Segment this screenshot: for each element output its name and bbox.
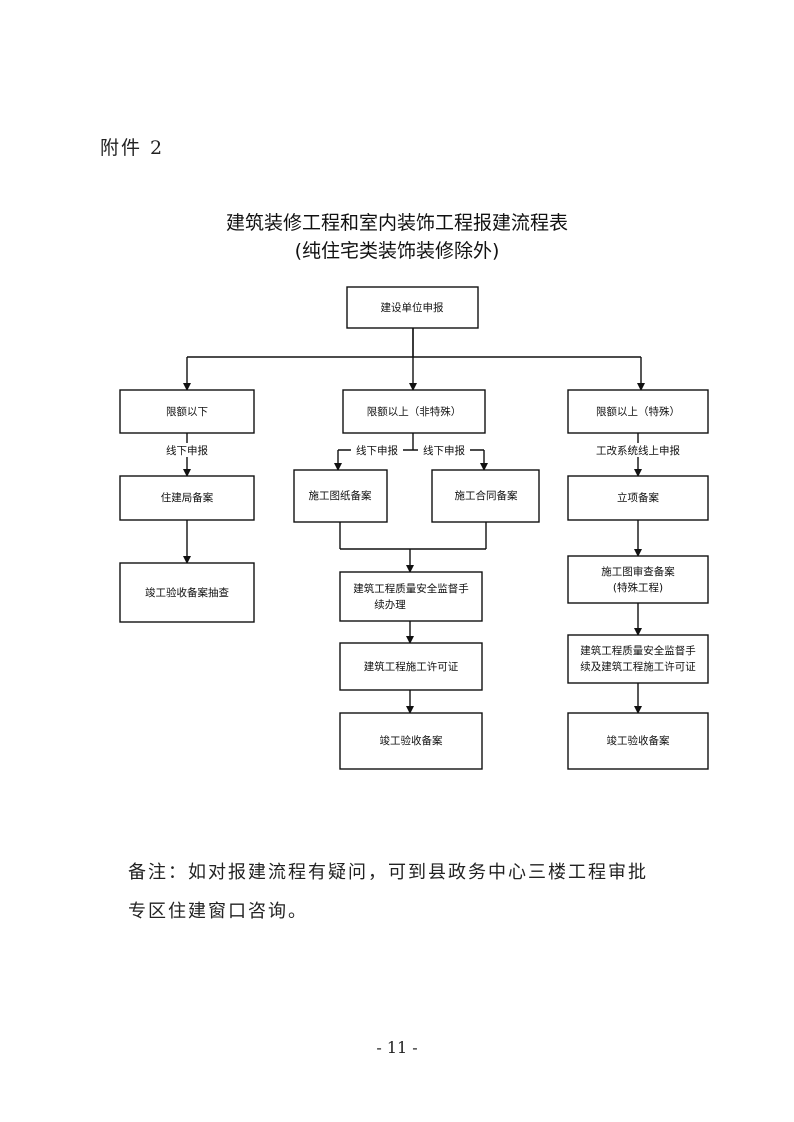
edge-label-mid-a: 线下申报 — [356, 444, 398, 457]
svg-text:竣工验收备案: 竣工验收备案 — [380, 734, 443, 747]
edge-label-left: 线下申报 — [166, 444, 208, 457]
node-mid-4: 竣工验收备案 — [339, 712, 483, 770]
svg-text:建筑工程质量安全监督手: 建筑工程质量安全监督手 — [580, 644, 696, 657]
svg-text:竣工验收备案抽查: 竣工验收备案抽查 — [145, 586, 229, 599]
svg-text:施工图审查备案: 施工图审查备案 — [601, 565, 675, 578]
edge-label-right: 工改系统线上申报 — [596, 444, 680, 457]
node-right-1: 立项备案 — [567, 475, 709, 521]
node-right-4: 竣工验收备案 — [567, 712, 709, 770]
node-left-1: 住建局备案 — [119, 475, 255, 521]
svg-text:竣工验收备案: 竣工验收备案 — [607, 734, 670, 747]
node-mid-a: 施工图纸备案 — [293, 469, 388, 523]
note-line-1: 备注：如对报建流程有疑问，可到县政务中心三楼工程审批 — [128, 862, 648, 883]
node-mid-2: 建筑工程质量安全监督手 续办理 — [339, 571, 483, 622]
diagram-subtitle: (纯住宅类装饰装修除外) — [294, 240, 500, 262]
node-start: 建设单位申报 — [346, 286, 479, 329]
svg-text:建设单位申报: 建设单位申报 — [381, 301, 444, 314]
node-right-2: 施工图审查备案 (特殊工程) — [567, 555, 709, 604]
node-branch-mid: 限额以上（非特殊） — [342, 389, 486, 434]
svg-text:施工图纸备案: 施工图纸备案 — [309, 489, 372, 502]
diagram-title: 建筑装修工程和室内装饰工程报建流程表 — [225, 212, 568, 234]
edge-labels: 线下申报 线下申报 线下申报 工改系统线上申报 — [162, 443, 685, 457]
node-right-3: 建筑工程质量安全监督手 续及建筑工程施工许可证 — [567, 634, 709, 684]
node-left-2: 竣工验收备案抽查 — [119, 562, 255, 623]
node-mid-3: 建筑工程施工许可证 — [339, 642, 483, 691]
svg-text:限额以上（非特殊）: 限额以上（非特殊） — [367, 405, 462, 418]
attachment-label: 附件 2 — [100, 137, 165, 159]
svg-text:住建局备案: 住建局备案 — [161, 491, 214, 504]
svg-text:施工合同备案: 施工合同备案 — [455, 489, 518, 502]
svg-text:建筑工程质量安全监督手: 建筑工程质量安全监督手 — [353, 582, 469, 595]
svg-text:续及建筑工程施工许可证: 续及建筑工程施工许可证 — [580, 660, 696, 673]
edge-label-mid-b: 线下申报 — [423, 444, 465, 457]
page-number: - 11 - — [376, 1038, 418, 1057]
svg-text:续办理: 续办理 — [374, 598, 406, 611]
svg-text:立项备案: 立项备案 — [617, 491, 659, 504]
svg-text:(特殊工程): (特殊工程) — [613, 581, 663, 594]
svg-text:建筑工程施工许可证: 建筑工程施工许可证 — [364, 660, 459, 673]
note-line-2: 专区住建窗口咨询。 — [128, 901, 308, 922]
svg-text:限额以上（特殊）: 限额以上（特殊） — [596, 405, 680, 418]
node-branch-right: 限额以上（特殊） — [567, 389, 709, 434]
svg-text:限额以下: 限额以下 — [166, 405, 208, 418]
node-mid-b: 施工合同备案 — [431, 469, 540, 523]
node-branch-left: 限额以下 — [119, 389, 255, 434]
